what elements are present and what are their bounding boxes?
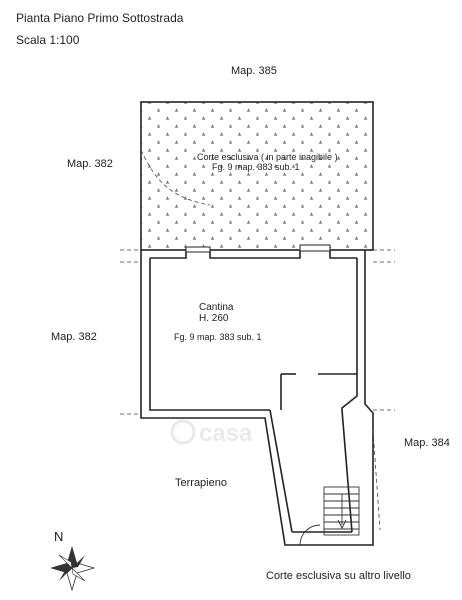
boundary-lines [120, 261, 395, 531]
corte-altro-label: Corte esclusiva su altro livello [266, 570, 411, 582]
neighbour-left-upper-label: Map. 382 [67, 158, 113, 170]
plan-scale: Scala 1:100 [16, 33, 80, 47]
compass-rose-icon [50, 546, 96, 592]
neighbour-right-label: Map. 384 [404, 437, 450, 449]
neighbour-top-label: Map. 385 [231, 65, 277, 77]
staircase [323, 486, 360, 536]
court-area [120, 101, 395, 251]
cellar-height: H. 260 [199, 313, 229, 324]
cellar-name: Cantina [199, 302, 234, 313]
watermark: casa [170, 419, 253, 447]
watermark-text: casa [199, 420, 253, 447]
plan-title: Pianta Piano Primo Sottostrada [16, 11, 184, 25]
neighbour-left-lower-label: Map. 382 [51, 331, 97, 343]
cellar-ref: Fg. 9 map. 383 sub. 1 [174, 332, 262, 342]
court-ref: Fg. 9 map. 383 sub. 1 [212, 162, 300, 172]
building-walls [140, 244, 374, 546]
court-label: Corte esclusiva ( in parte inagibile ) [197, 152, 338, 162]
door-swing [299, 524, 321, 546]
terrapieno-label: Terrapieno [175, 477, 227, 489]
compass-north-label: N [54, 529, 63, 544]
